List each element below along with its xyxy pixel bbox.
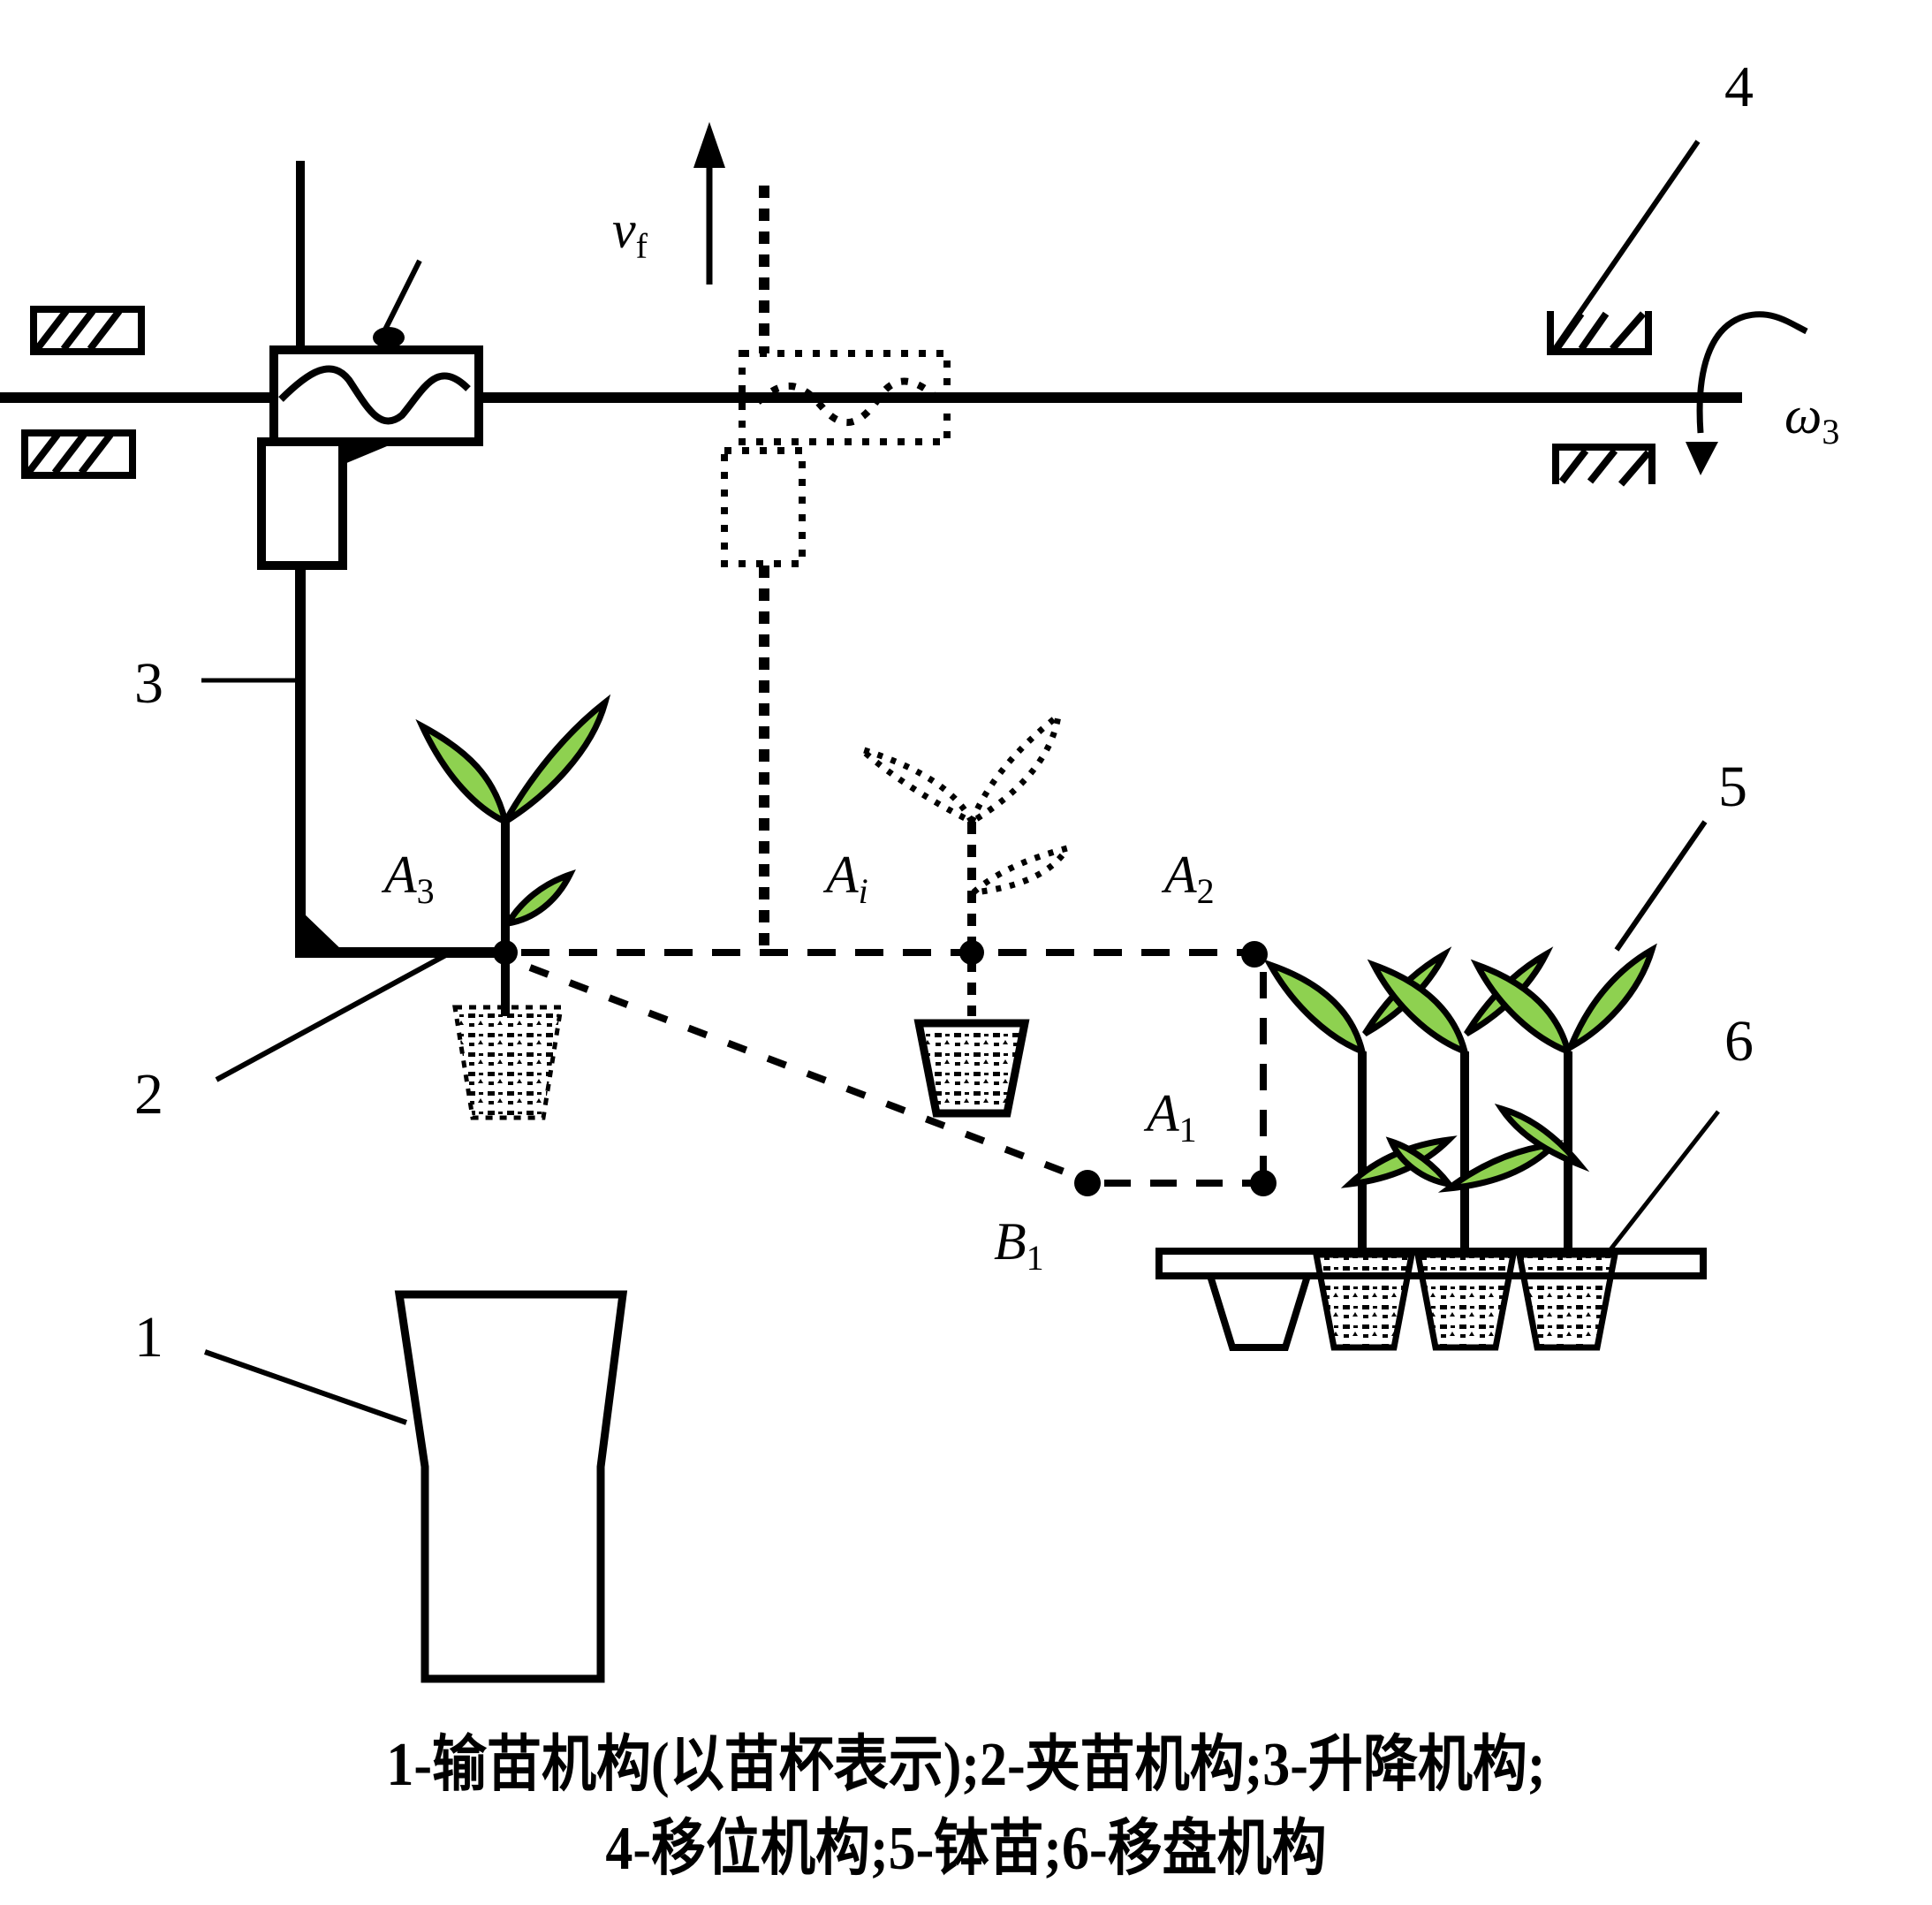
slider-joint — [345, 442, 398, 464]
seedling-held — [415, 694, 611, 1120]
left-bearing-lower — [21, 429, 136, 479]
point-label-a3: A3 — [381, 846, 435, 911]
velocity-arrow-head — [693, 122, 725, 168]
point-label-b1: B1 — [994, 1212, 1044, 1278]
leader-line-cam — [382, 259, 422, 333]
rotation-arrow — [1696, 311, 1808, 434]
point-a1 — [1250, 1170, 1277, 1196]
seedling-cup — [394, 1290, 628, 1683]
seedling-ghost — [859, 708, 1074, 1016]
point-label-a2: A2 — [1161, 846, 1215, 911]
caption-line-1: 1-输苗机构(以苗杯表示);2-夹苗机构;3-升降机构; — [386, 1731, 1546, 1799]
leader-line-1 — [204, 1349, 407, 1425]
trajectory-a3-b1 — [528, 964, 1075, 1179]
leader-line-2 — [215, 950, 452, 1082]
point-ai — [959, 940, 984, 965]
point-label-a1: A1 — [1143, 1084, 1197, 1150]
ghost-pot — [913, 1019, 1030, 1118]
cam-box — [269, 345, 483, 446]
tray-seedlings — [1263, 943, 1657, 1253]
point-b1 — [1074, 1170, 1101, 1196]
cam-joint — [373, 327, 405, 348]
tray-cell-2 — [1413, 1251, 1518, 1351]
right-bearing-lower — [1552, 444, 1655, 487]
left-bearing-upper — [30, 306, 145, 355]
tray-cell-3 — [1515, 1251, 1619, 1351]
leader-line-4 — [1552, 140, 1701, 351]
leader-line-6 — [1606, 1110, 1720, 1255]
caption-line-2: 4-移位机构;5-钵苗;6-移盘机构 — [605, 1815, 1327, 1883]
leader-line-5 — [1614, 820, 1708, 952]
tray-cell-empty — [1205, 1272, 1313, 1351]
point-a2 — [1241, 941, 1268, 968]
tray-cell-1 — [1312, 1251, 1416, 1351]
ghost-mechanism — [721, 186, 951, 952]
part-label-2: 2 — [134, 1062, 163, 1127]
velocity-label: vf — [612, 201, 648, 266]
slider-block — [257, 437, 347, 570]
part-label-3: 3 — [134, 651, 163, 716]
cam-curve-icon — [278, 365, 471, 425]
arm-corner-joint — [300, 910, 345, 952]
angular-velocity-label: ω3 — [1784, 386, 1839, 452]
rotation-arrow-head — [1686, 442, 1718, 475]
part-label-5: 5 — [1718, 755, 1747, 819]
part-label-1: 1 — [134, 1305, 163, 1370]
part-label-4: 4 — [1724, 55, 1754, 119]
part-label-6: 6 — [1724, 1009, 1754, 1074]
point-label-ai: Ai — [822, 846, 868, 911]
